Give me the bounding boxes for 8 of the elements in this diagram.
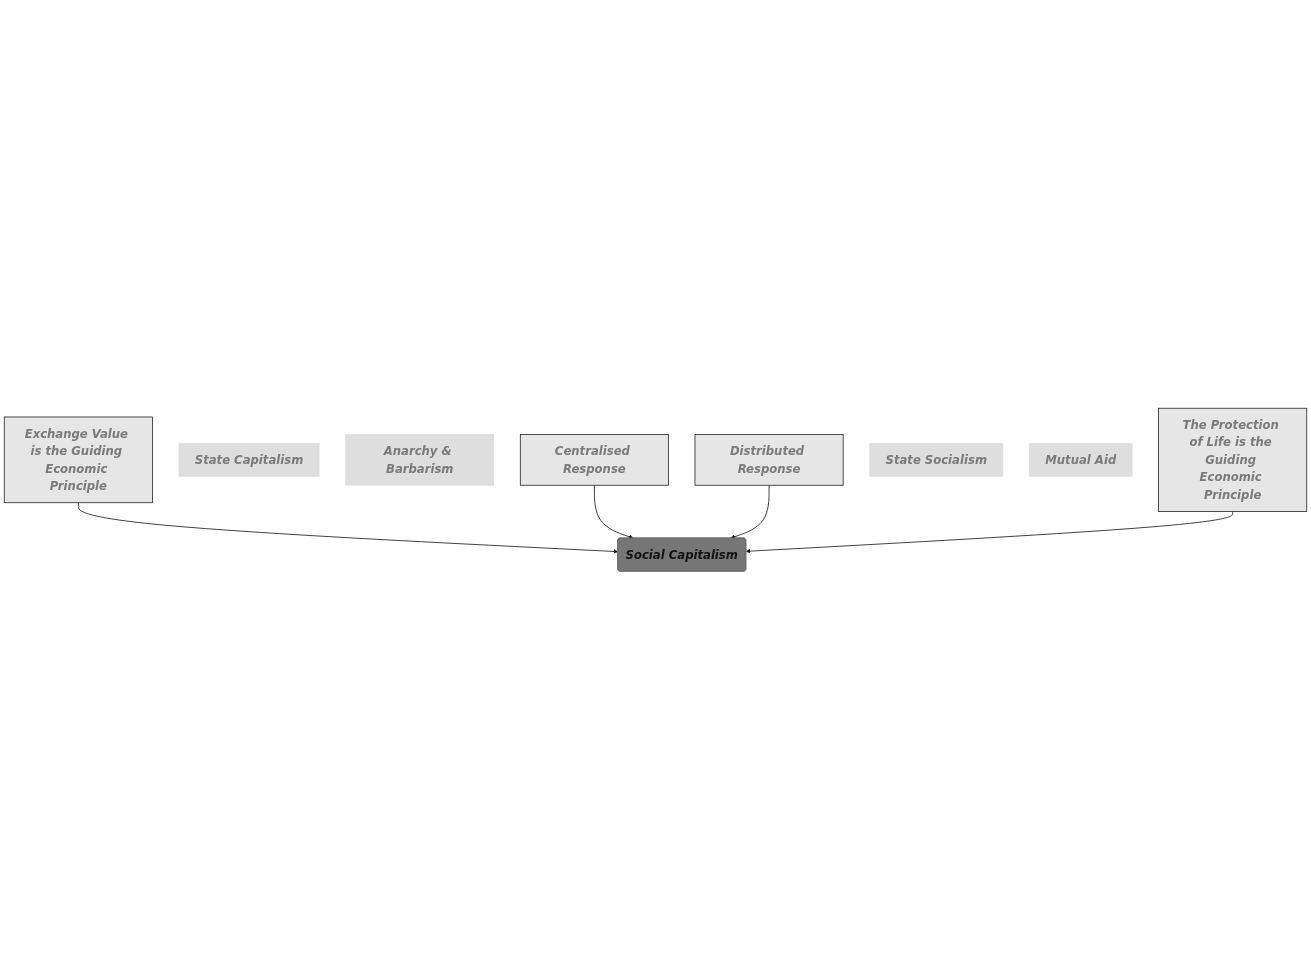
node-box: Mutual Aid [1029,442,1133,477]
node-box: Anarchy & Barbarism [345,433,495,486]
node-box: Exchange Value is the Guiding Economic Principle [3,416,153,503]
node-box: State Capitalism [178,442,320,477]
node-box: Centralised Response [519,433,669,486]
node-box: Distributed Response [694,433,844,486]
node-box: State Socialism [869,442,1004,477]
node-box: The Protection of Life is the Guiding Economic Principle [1158,407,1308,512]
